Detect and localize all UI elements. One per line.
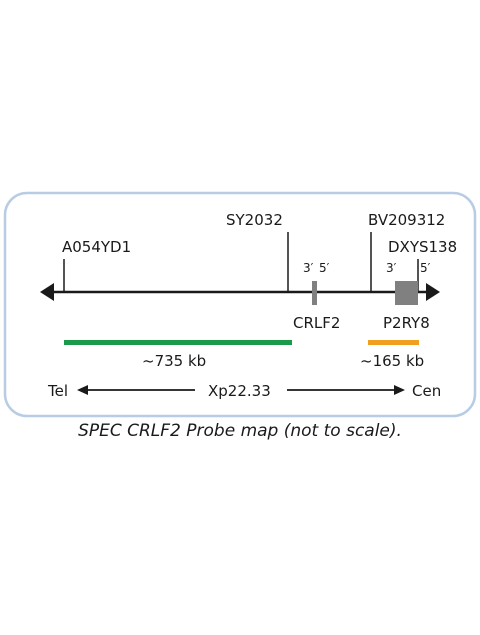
marker-label-bv209312: BV209312: [368, 211, 445, 229]
marker-label-sy2032: SY2032: [226, 211, 283, 229]
gene-p2ry8: [395, 281, 418, 305]
marker-label-dxys138: DXYS138: [388, 238, 457, 256]
marker-label-a054yd1: A054YD1: [62, 238, 131, 256]
diagram-frame: [3, 191, 477, 418]
axis-right-arrowhead: [394, 385, 405, 395]
right-arrowhead: [426, 283, 440, 301]
crlf2-3prime-label: 3′: [303, 261, 314, 275]
p2ry8-5prime-label: 5′: [420, 261, 431, 275]
figure-caption: SPEC CRLF2 Probe map (not to scale).: [78, 421, 402, 441]
gene-crlf2: [312, 281, 317, 305]
probe-bar-green: [64, 340, 292, 345]
probe-bar-orange: [368, 340, 419, 345]
axis-left-arrowhead: [77, 385, 88, 395]
probe-size-green: ~735 kb: [142, 352, 206, 370]
left-arrowhead: [40, 283, 54, 301]
axis-tel-label: Tel: [47, 382, 68, 400]
crlf2-5prime-label: 5′: [319, 261, 330, 275]
axis-cen-label: Cen: [412, 382, 441, 400]
gene-label-p2ry8: P2RY8: [383, 314, 430, 332]
p2ry8-3prime-label: 3′: [386, 261, 397, 275]
axis-band-label: Xp22.33: [208, 382, 271, 400]
gene-label-crlf2: CRLF2: [293, 314, 340, 332]
probe-size-orange: ~165 kb: [360, 352, 424, 370]
